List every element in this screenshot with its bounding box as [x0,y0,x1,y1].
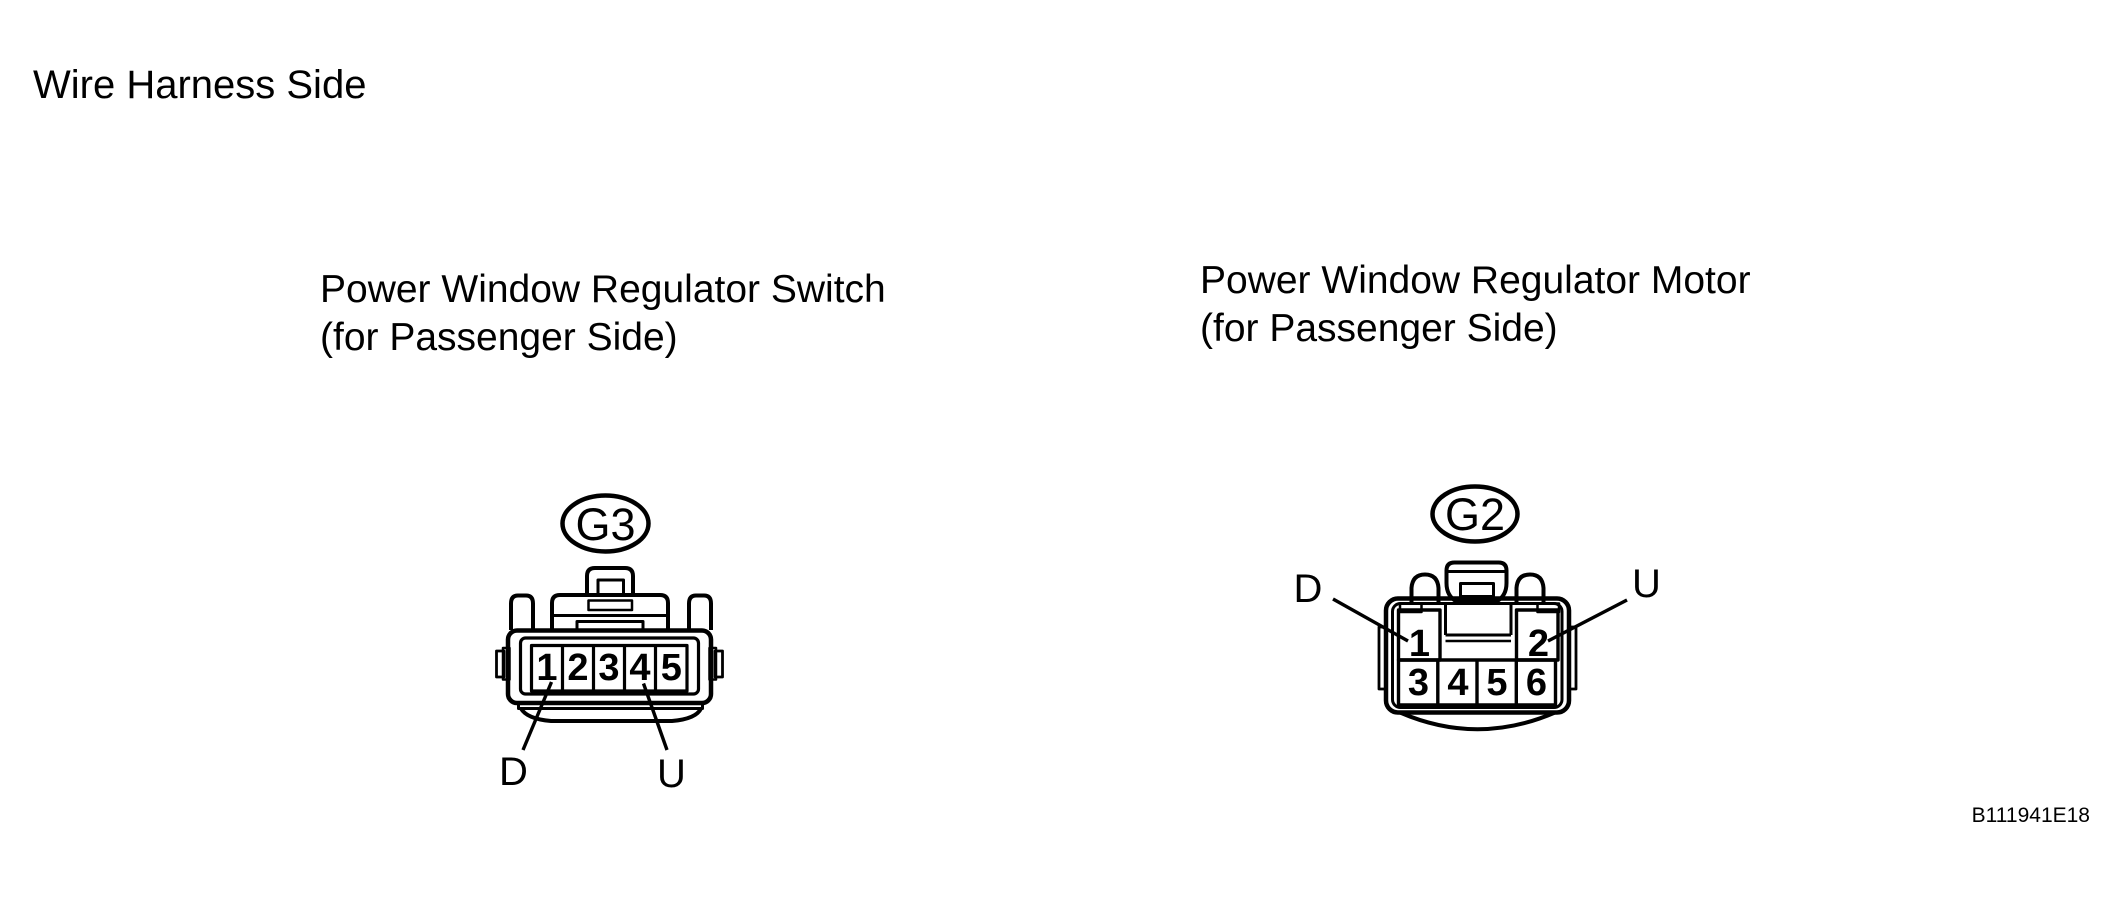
page-title: Wire Harness Side [33,63,367,107]
figure-code: B111941E18 [1971,804,2090,827]
switch-bottom-flange [517,701,704,710]
switch-leader-up [641,682,669,751]
motor-leader-up [1547,598,1628,643]
switch-left-ear [509,593,535,630]
motor-right-flange [1567,625,1578,691]
motor-code-ellipse [1430,484,1520,544]
switch-left-lug [495,649,506,679]
motor-code-label: G2 [1445,489,1505,540]
motor-latch-inner [1459,582,1495,598]
motor-pin-label-3: 3 [1408,662,1429,704]
motor-body-inner [1391,602,1564,709]
switch-body-inner [518,636,701,696]
motor-bottom-skirt [1399,710,1556,732]
switch-pin-label-3: 3 [598,647,619,689]
switch-pin-label-2: 2 [567,647,588,689]
switch-pin-label-1: 1 [536,647,557,689]
motor-connector-title: Power Window Regulator Motor (for Passen… [1200,257,1751,353]
switch-code-ellipse [560,493,651,554]
switch-latch-tab [585,566,635,595]
motor-pin-label-5: 5 [1486,662,1507,704]
motor-left-flange [1377,625,1388,691]
switch-pin-row [529,643,689,693]
motor-pin1-detail [1398,602,1423,614]
motor-connector-drawing: G2 1 2 3 4 [1294,484,1661,732]
motor-right-wing [1514,572,1546,603]
motor-pin-label-4: 4 [1447,662,1468,704]
switch-latch-tab-inner [596,578,625,597]
switch-connector-drawing: G3 1 2 3 4 5 [495,493,724,796]
motor-pin2-detail [1536,602,1561,614]
switch-bottom-skirt [519,707,703,723]
switch-pin-label-5: 5 [661,647,682,689]
switch-up-label: U [657,752,686,796]
motor-pin-label-2: 2 [1528,623,1549,665]
motor-up-label: U [1632,562,1661,606]
switch-upper-housing [550,593,670,630]
switch-right-ear [687,593,713,630]
motor-connector-title-line1: Power Window Regulator Motor [1200,259,1751,302]
switch-connector-title-line2: (for Passenger Side) [320,316,678,359]
motor-down-label: D [1294,567,1323,611]
switch-connector-title: Power Window Regulator Switch (for Passe… [320,266,886,362]
motor-pin-label-6: 6 [1526,662,1547,704]
switch-right-lug [713,649,724,679]
switch-leader-down [521,681,554,751]
motor-left-wing [1409,572,1441,603]
switch-connector-title-line1: Power Window Regulator Switch [320,268,886,311]
switch-code-label: G3 [575,499,635,550]
switch-down-label: D [499,750,528,794]
motor-leader-down [1332,597,1409,643]
motor-pin-label-1: 1 [1409,623,1430,665]
motor-connector-title-line2: (for Passenger Side) [1200,307,1558,350]
switch-upper-housing-slot [587,599,634,612]
switch-pin-label-4: 4 [629,647,650,689]
